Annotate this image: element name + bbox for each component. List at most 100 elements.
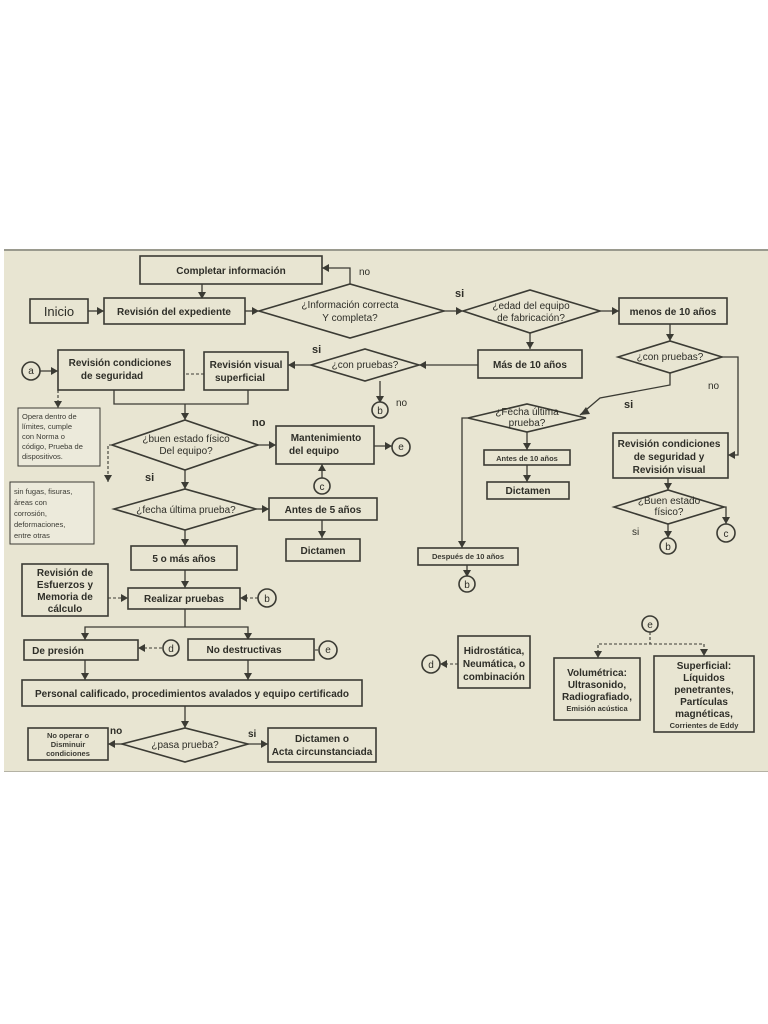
connector-circle-b-mid: b (371, 401, 389, 419)
diamond-edad-equipo: ¿edad del equipo de fabricación? (460, 289, 603, 334)
box-dictamen-acta: Dictamen o Acta circunstanciada (267, 727, 377, 763)
superficial-line-5: magnéticas, (675, 709, 733, 720)
con-pruebas-mid-label: ¿con pruebas? (332, 360, 399, 371)
no-operar-line-3: condiciones (46, 749, 90, 758)
connector-circle-c-mant: c (313, 477, 331, 495)
note-opera-line-4: código, Prueba de (22, 442, 83, 451)
con-pruebas-right-label: ¿con pruebas? (637, 352, 704, 363)
diamond-con-pruebas-right: ¿con pruebas? (615, 340, 725, 374)
box-cinco-mas: 5 o más años (130, 545, 238, 571)
box-mas-10: Más de 10 años (477, 349, 583, 379)
revision-condiciones-line-1: Revisión condiciones (69, 358, 172, 369)
box-dictamen-1: Dictamen (285, 538, 361, 562)
box-revision-expediente: Revisión del expediente (103, 297, 246, 325)
arrowheads (51, 264, 735, 748)
label-no-mid: no (396, 398, 408, 409)
edad-equipo-line-2: de fabricación? (497, 313, 565, 324)
info-correcta-line-1: ¿Información correcta (301, 300, 399, 311)
label-si-pasa: si (248, 729, 257, 740)
superficial-line-4: Partículas (680, 697, 728, 708)
box-revision-visual: Revisión visual superficial (203, 351, 289, 391)
box-de-presion: De presión (23, 639, 139, 661)
revision-esfuerzos-line-1: Revisión de (37, 568, 94, 579)
note-opera-line-2: límites, cumple (22, 422, 72, 431)
revision-cond-right-line-2: de seguridad y (634, 452, 705, 463)
hidrostatica-line-2: Neumática, o (463, 659, 525, 670)
connector-circle-e-mant: e (391, 437, 411, 457)
menos-10-label: menos de 10 años (630, 307, 717, 318)
label-si-buen-estado: si (145, 472, 154, 484)
mantenimiento-line-1: Mantenimiento (291, 433, 362, 444)
box-no-operar: No operar o Disminuir condiciones (27, 727, 109, 761)
connector-circle-e-nodes: e (318, 640, 338, 660)
diamond-buen-estado-right: ¿Buen estado físico? (611, 489, 727, 525)
box-despues-10: Después de 10 años (417, 547, 519, 566)
mas-10-label: Más de 10 años (493, 360, 567, 371)
box-revision-condiciones-right: Revisión condiciones de seguridad y Revi… (612, 432, 729, 479)
svg-text:d: d (168, 644, 174, 655)
diamond-con-pruebas-mid: ¿con pruebas? (308, 348, 422, 382)
box-completar: Completar información (139, 255, 323, 285)
svg-text:c: c (724, 529, 729, 540)
connector-circle-b-right: b (659, 537, 677, 555)
connector-circle-e-right: e (641, 615, 659, 633)
diamond-pasa-prueba: ¿pasa prueba? (118, 727, 252, 763)
despues-10-label: Después de 10 años (432, 552, 504, 561)
connector-circle-a: a (21, 361, 41, 381)
label-si-info: si (455, 288, 464, 300)
label-si-right: si (624, 399, 633, 411)
svg-text:b: b (264, 594, 270, 605)
cinco-mas-label: 5 o más años (152, 554, 216, 565)
volumetrica-line-4: Emisión acústica (566, 704, 628, 713)
completar-label: Completar información (176, 266, 285, 277)
svg-text:b: b (377, 406, 383, 417)
note-opera-line-5: dispositivos. (22, 452, 63, 461)
box-volumetrica: Volumétrica: Ultrasonido, Radiografiado,… (553, 657, 641, 721)
buen-estado-main-line-1: ¿buen estado físico (142, 434, 230, 445)
diamond-buen-estado-main: ¿buen estado físico Del equipo? (109, 419, 261, 471)
volumetrica-line-3: Radiografiado, (562, 692, 632, 703)
svg-text:c: c (320, 482, 325, 493)
revision-visual-line-1: Revisión visual (210, 360, 283, 371)
connector-circle-b-despues: b (458, 575, 476, 593)
note-opera-line-1: Opera dentro de (22, 412, 77, 421)
note-fugas-line-5: entre otras (14, 531, 50, 540)
box-dictamen-2: Dictamen (486, 481, 570, 500)
inicio-label: Inicio (44, 304, 74, 319)
fecha-ultima-right-line-1: ¿Fecha última (495, 407, 559, 418)
dictamen-acta-line-1: Dictamen o (295, 734, 349, 745)
note-fugas-line-1: sin fugas, fisuras, (14, 487, 72, 496)
svg-text:e: e (398, 442, 404, 453)
revision-esfuerzos-line-4: cálculo (48, 604, 82, 615)
hidrostatica-line-1: Hidrostática, (464, 646, 525, 657)
no-destructivas-label: No destructivas (206, 645, 281, 656)
box-antes-5: Antes de 5 años (268, 497, 378, 521)
de-presion-label: De presión (32, 646, 84, 657)
diamond-info-correcta: ¿Información correcta Y completa? (256, 283, 447, 339)
label-si-mid: si (312, 344, 321, 356)
no-operar-line-2: Disminuir (51, 740, 86, 749)
personal-label: Personal calificado, procedimientos aval… (35, 689, 349, 700)
note-fugas-line-4: deformaciones, (14, 520, 65, 529)
superficial-line-3: penetrantes, (674, 685, 734, 696)
box-realizar-pruebas: Realizar pruebas (127, 587, 241, 610)
revision-cond-right-line-1: Revisión condiciones (618, 439, 721, 450)
box-mantenimiento: Mantenimiento del equipo (275, 425, 375, 465)
box-menos-10: menos de 10 años (618, 297, 728, 325)
label-no-completar: no (359, 267, 371, 278)
dictamen-1-label: Dictamen (300, 546, 345, 557)
svg-text:d: d (428, 660, 434, 671)
antes-5-label: Antes de 5 años (285, 505, 362, 516)
realizar-pruebas-label: Realizar pruebas (144, 594, 224, 605)
hidrostatica-line-3: combinación (463, 672, 525, 683)
box-superficial: Superficial: Líquidos penetrantes, Partí… (653, 655, 755, 733)
connector-circle-c-right: c (716, 523, 736, 543)
svg-text:a: a (28, 366, 34, 377)
superficial-line-6: Corrientes de Eddy (670, 721, 740, 730)
revision-condiciones-line-2: de seguridad (81, 371, 143, 382)
dictamen-2-label: Dictamen (505, 486, 550, 497)
svg-text:b: b (665, 542, 671, 553)
dictamen-acta-line-2: Acta circunstanciada (272, 747, 373, 758)
superficial-line-1: Superficial: (677, 661, 731, 672)
